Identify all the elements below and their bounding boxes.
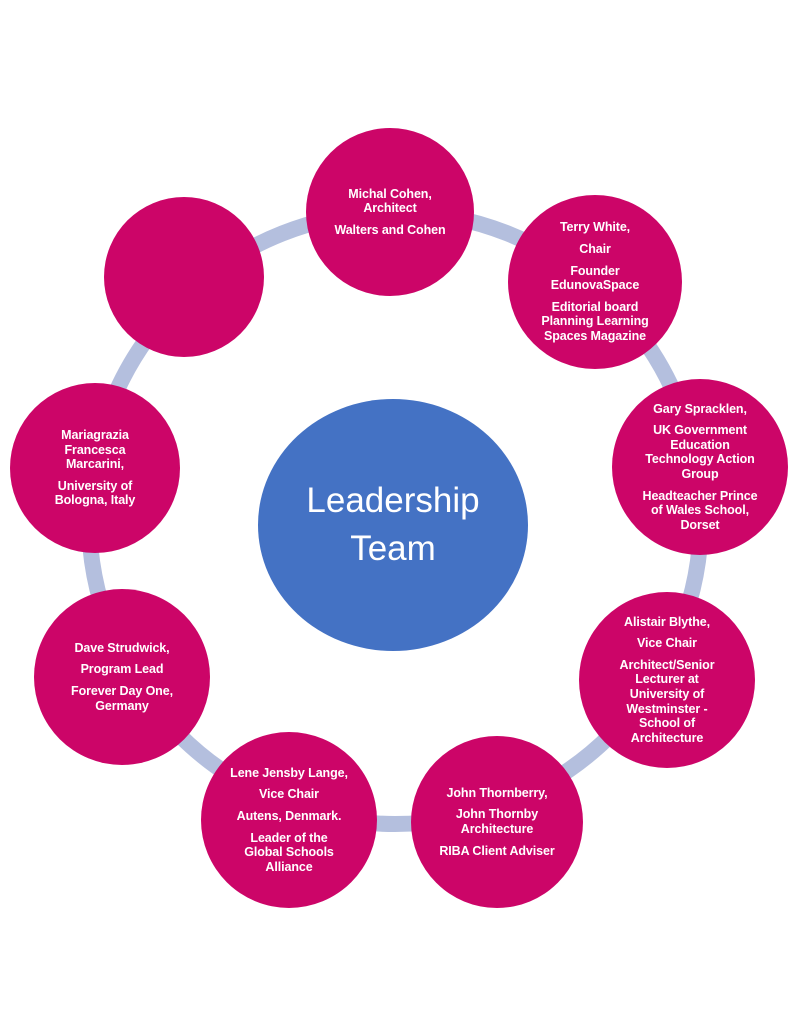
member-text: Forever Day One,Germany xyxy=(71,684,173,713)
member-circle-vacant xyxy=(104,197,264,357)
member-text: Program Lead xyxy=(80,662,164,677)
member-text: Walters and Cohen xyxy=(334,222,446,237)
member-text: Chair xyxy=(579,241,611,256)
member-text: Lene Jensby Lange, xyxy=(230,765,348,780)
member-text: Vice Chair xyxy=(259,787,319,802)
member-text: John Thornberry, xyxy=(446,785,548,800)
member-text: Terry White, xyxy=(559,220,631,235)
member-text: Alistair Blythe, xyxy=(624,614,710,629)
member-text: Vice Chair xyxy=(637,636,697,651)
member-text: RIBA Client Adviser xyxy=(439,843,555,858)
member-text: Dave Strudwick, xyxy=(74,640,170,655)
member-text: Gary Spracklen, xyxy=(653,401,747,416)
member-text: Autens, Denmark. xyxy=(236,808,342,823)
member-text: Michal Cohen,Architect xyxy=(348,186,432,216)
